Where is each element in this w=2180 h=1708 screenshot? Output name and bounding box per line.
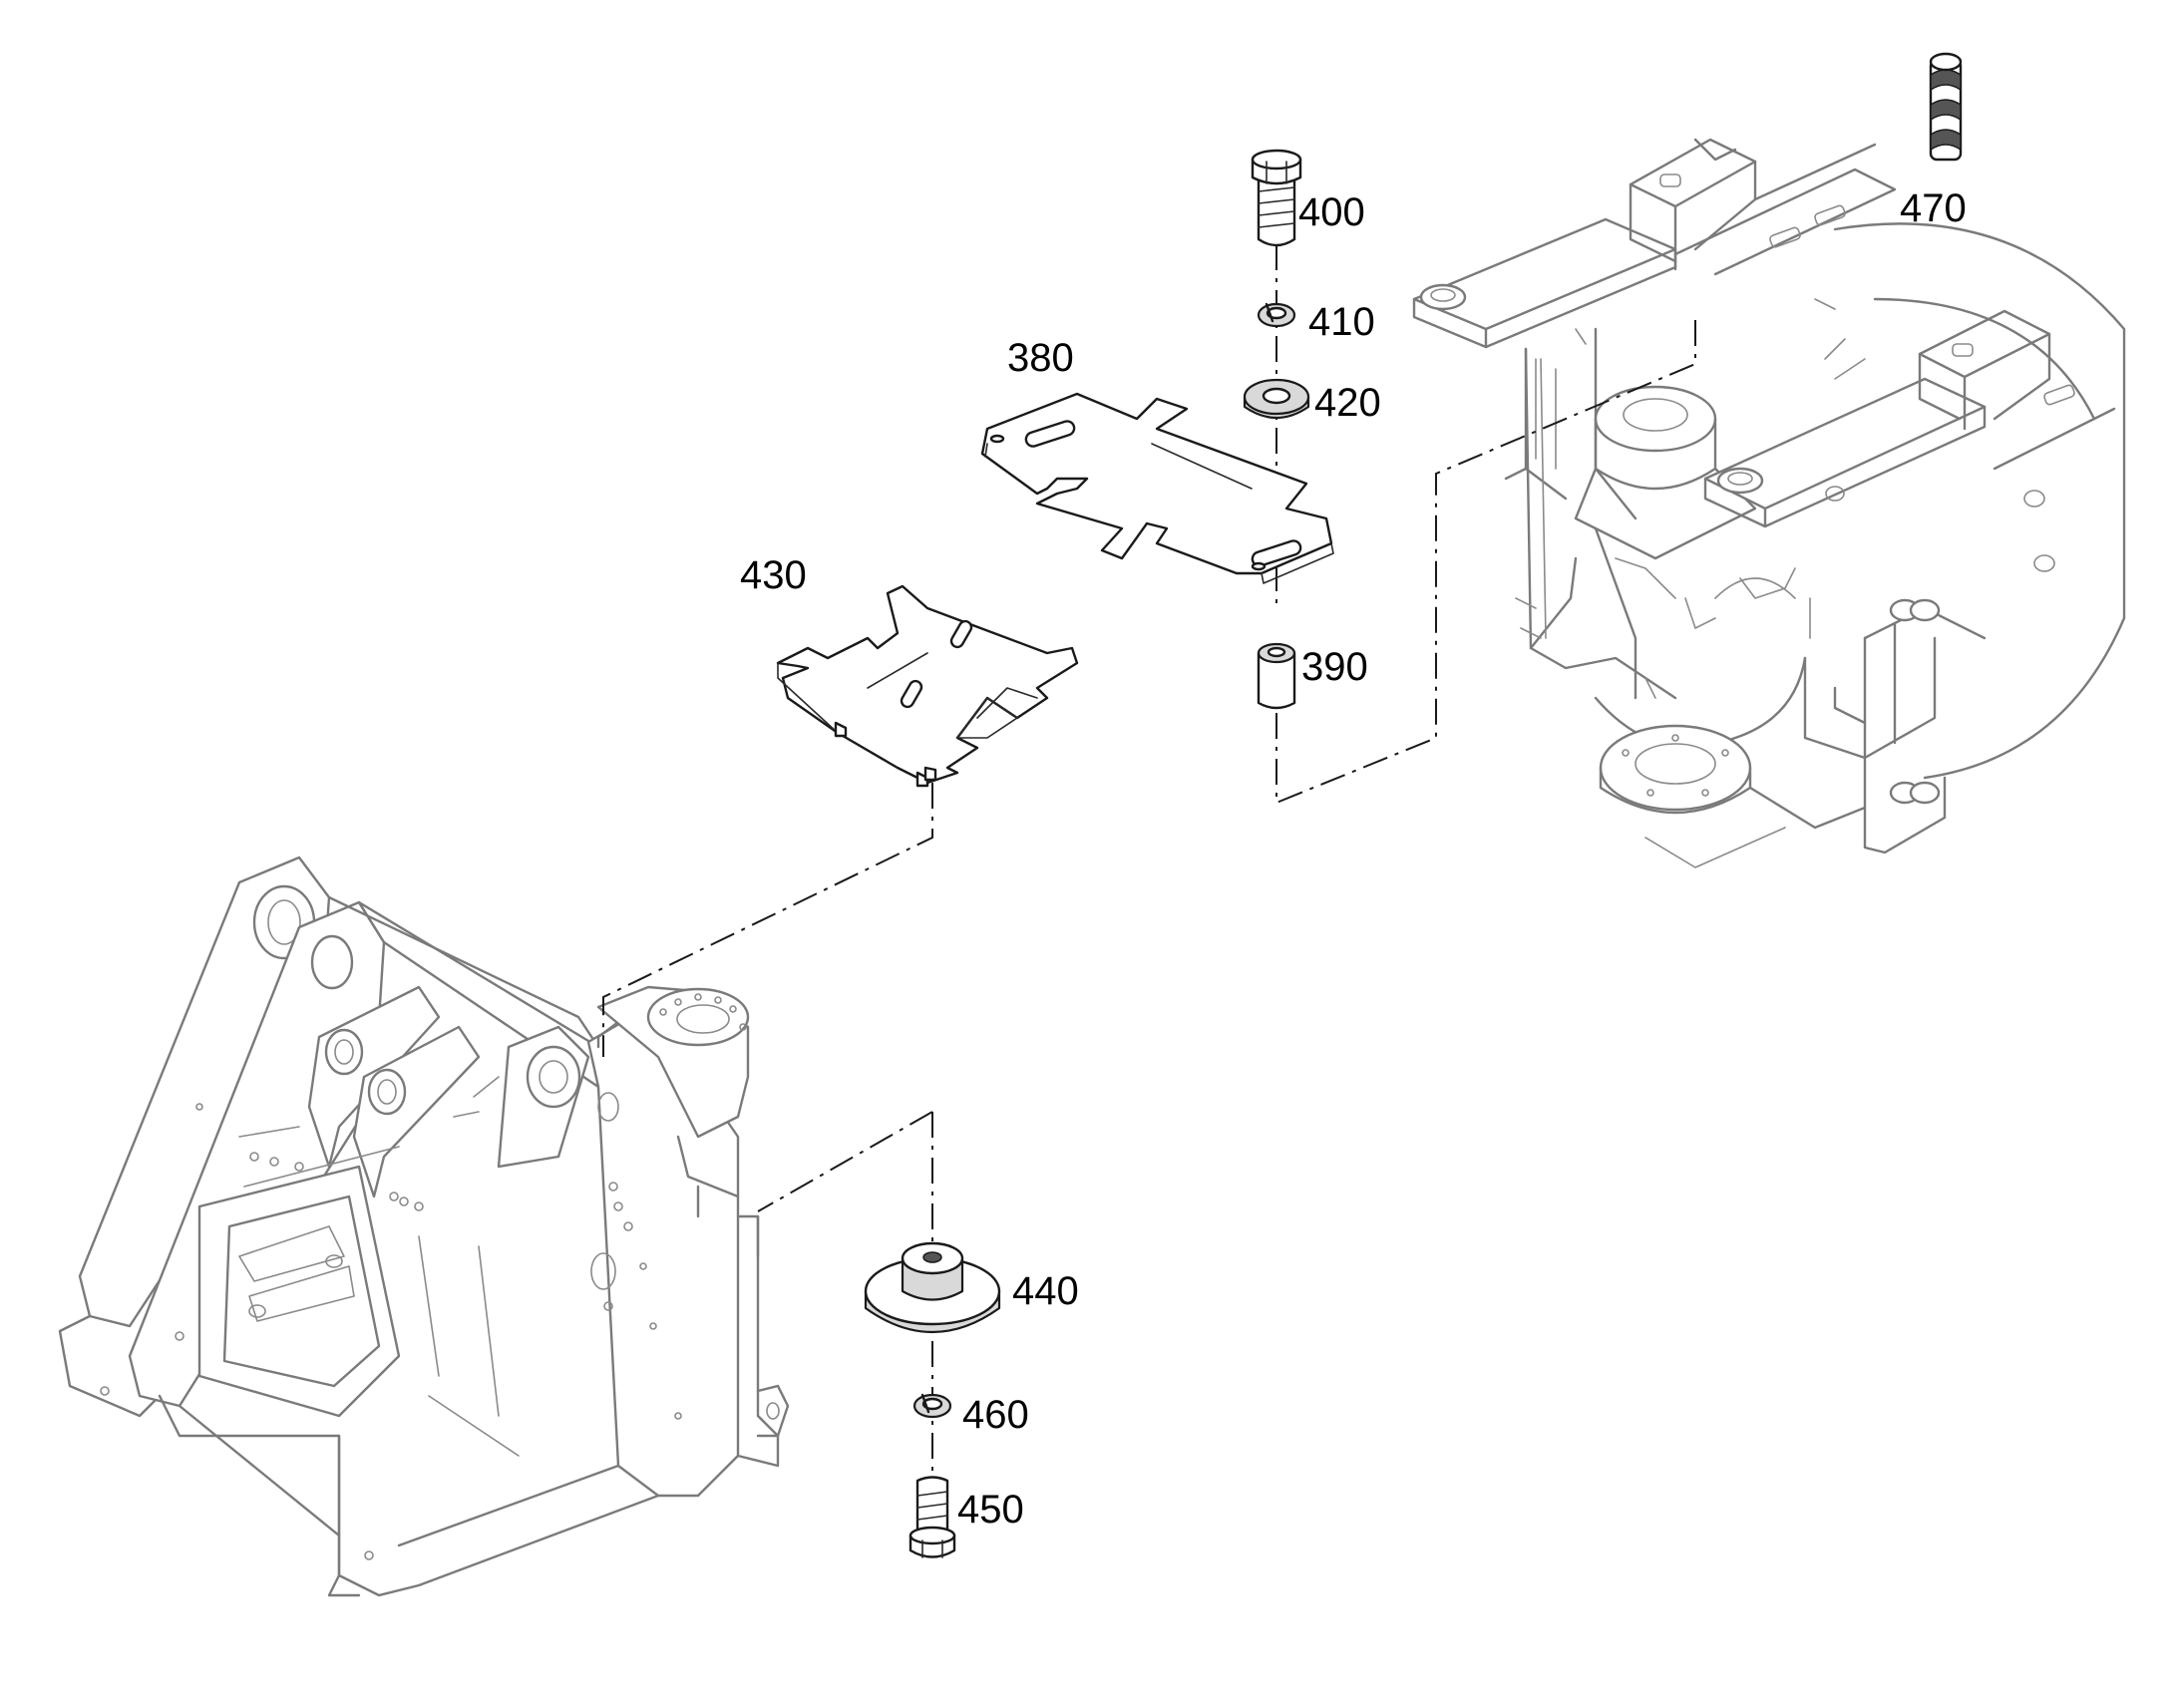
bolt-400 — [1251, 149, 1302, 247]
washer-420 — [1243, 378, 1310, 419]
label-430: 430 — [740, 553, 807, 597]
callout-labels: 380 390 400 410 420 430 440 450 460 470 — [740, 186, 1967, 1532]
lock-washer-460 — [912, 1393, 952, 1419]
label-470: 470 — [1900, 186, 1967, 230]
label-440: 440 — [1012, 1269, 1079, 1313]
label-450: 450 — [957, 1488, 1024, 1532]
label-380: 380 — [1007, 336, 1074, 380]
label-460: 460 — [962, 1393, 1029, 1437]
rear-frame — [1412, 138, 2126, 868]
label-410: 410 — [1308, 300, 1375, 344]
label-390: 390 — [1301, 645, 1368, 689]
front-frame — [58, 855, 790, 1597]
bracket-plate-430 — [776, 584, 1079, 788]
spacer-390 — [1257, 642, 1296, 710]
label-400: 400 — [1298, 190, 1365, 234]
rubber-mount-440 — [864, 1241, 1001, 1333]
spring-pin-470 — [1929, 52, 1963, 162]
bolt-450 — [908, 1476, 956, 1558]
label-420: 420 — [1314, 381, 1381, 425]
shim-plate-380 — [980, 392, 1334, 584]
lock-washer-410 — [1257, 302, 1296, 328]
